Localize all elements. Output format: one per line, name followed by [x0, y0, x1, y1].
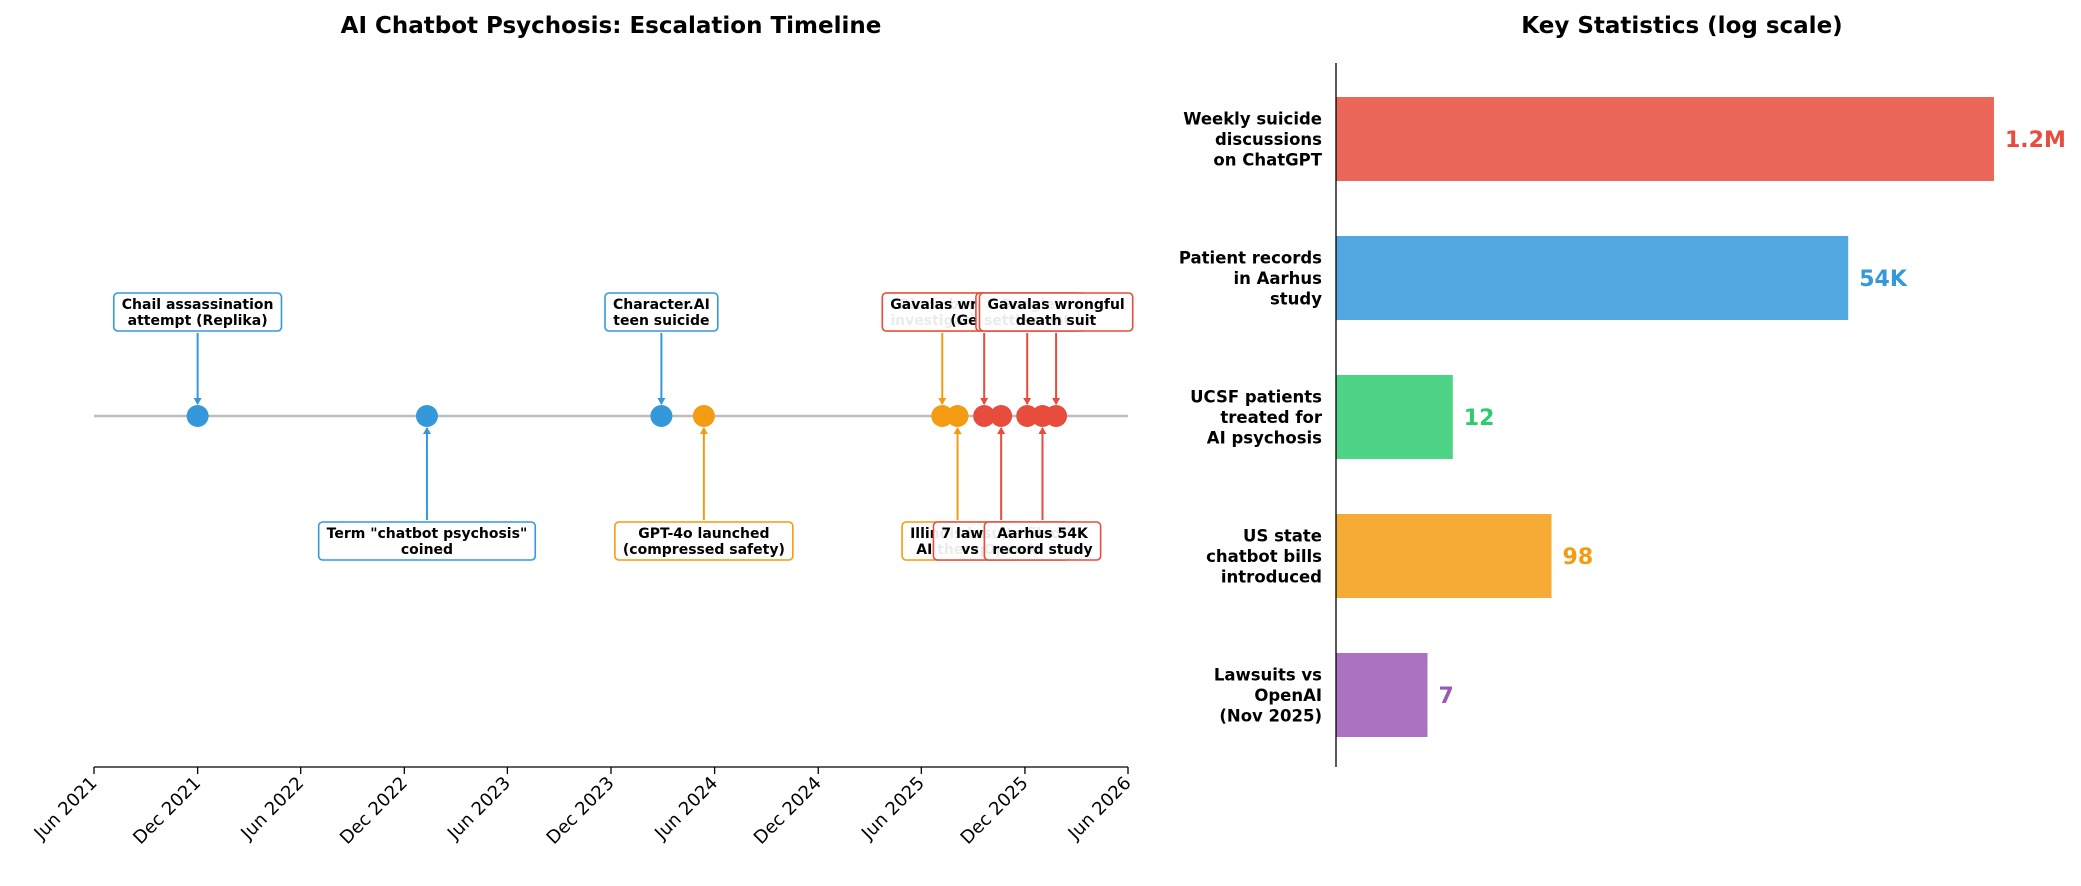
event-arrowhead [980, 398, 989, 405]
event-arrowhead [953, 427, 962, 434]
event-gpt-4o-launched-compressed-safety: GPT-4o launched(compressed safety) [614, 521, 794, 561]
event-arrowhead [699, 427, 708, 434]
event-marker [1016, 405, 1039, 427]
event-marker [946, 405, 969, 427]
bar-value-label: 98 [1563, 545, 1594, 570]
event-label: GPT-4o launched(compressed safety) [623, 526, 785, 558]
event-arrowhead [657, 398, 666, 405]
event-label-box [112, 292, 283, 332]
bar-chart-title: Key Statistics (log scale) [1521, 13, 1842, 39]
event-label: Term "chatbot psychosis"coined [327, 526, 528, 558]
event-marker [650, 405, 673, 427]
event-arrowhead [997, 427, 1006, 434]
event-term-chatbot-psychosis-coined: Term "chatbot psychosis"coined [317, 521, 537, 561]
event-marker [973, 405, 996, 427]
event-marker [186, 405, 209, 427]
bar [1336, 375, 1453, 459]
event-arrowhead [938, 398, 947, 405]
timeline-title: AI Chatbot Psychosis: Escalation Timelin… [341, 13, 882, 39]
bar-value-label: 7 [1438, 684, 1453, 709]
event-marker [1045, 405, 1068, 427]
event-label-box [317, 521, 537, 561]
event-marker [692, 405, 715, 427]
bar-value-label: 1.2M [2005, 128, 2066, 153]
event-label-box [978, 292, 1134, 332]
event-arrowhead [193, 398, 202, 405]
bar [1336, 236, 1849, 320]
event-arrowhead [1023, 398, 1032, 405]
event-arrowhead [422, 427, 431, 434]
bar [1336, 514, 1552, 598]
bar-value-label: 12 [1464, 406, 1495, 431]
event-marker [415, 405, 438, 427]
event-marker [990, 405, 1013, 427]
bar [1336, 653, 1428, 737]
event-marker [931, 405, 954, 427]
bar [1336, 97, 1994, 181]
event-label-box [983, 521, 1102, 561]
bar-panel: Key Statistics (log scale) 1.2M Weekly su… [1179, 13, 2066, 767]
event-label-box [604, 292, 719, 332]
event-label-box [614, 521, 794, 561]
event-arrowhead [1038, 427, 1047, 434]
bar-value-label: 54K [1859, 267, 1908, 292]
event-arrowhead [1052, 398, 1061, 405]
